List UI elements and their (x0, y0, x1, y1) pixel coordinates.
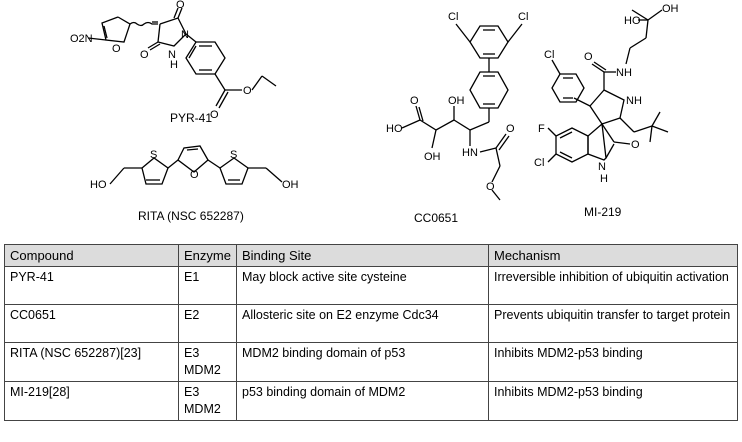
cc0651-structure (401, 23, 523, 201)
atom-label: O (176, 0, 185, 11)
cell-enzyme: E3 MDM2 (178, 342, 237, 382)
atom-label: OH (282, 179, 299, 191)
cell-binding-site: MDM2 binding domain of p53 (236, 342, 489, 382)
atom-label: O (243, 85, 252, 97)
column-header-binding-site: Binding Site (236, 244, 489, 267)
atom-label: Cl (544, 49, 554, 61)
cell-mechanism: Prevents ubiquitin transfer to target pr… (488, 304, 738, 343)
atom-label: F (538, 123, 545, 135)
column-header-compound: Compound (4, 244, 179, 267)
pyr41-structure (87, 7, 277, 109)
atom-label: H (600, 173, 608, 185)
cell-enzyme: E1 (178, 266, 237, 305)
table-row: PYR-41 E1 May block active site cysteine… (4, 266, 738, 305)
atom-label: O (486, 181, 495, 193)
atom-label: H (170, 59, 178, 71)
atom-label: HO (624, 15, 641, 27)
atom-label: O (410, 95, 419, 107)
cell-mechanism: Inhibits MDM2-p53 binding (488, 381, 738, 421)
atom-label: HO (386, 123, 403, 135)
atom-label: Cl (534, 157, 544, 169)
table-header-row: Compound Enzyme Binding Site Mechanism (4, 244, 738, 267)
atom-label: O (140, 49, 149, 61)
atom-label: HN (462, 147, 478, 159)
table-row: MI-219[28] E3 MDM2 p53 binding domain of… (4, 381, 738, 421)
atom-label: O2N (70, 33, 93, 45)
column-header-mechanism: Mechanism (488, 244, 738, 267)
atom-label: NH (616, 67, 632, 79)
caption-mi219: MI-219 (584, 205, 622, 219)
atom-label: N (598, 161, 606, 173)
atom-label: Cl (448, 11, 458, 23)
atom-label: O (584, 51, 593, 63)
caption-cc0651: CC0651 (414, 211, 458, 225)
atom-label: O (631, 139, 640, 151)
table-row: RITA (NSC 652287)[23] E3 MDM2 MDM2 bindi… (4, 342, 738, 382)
cell-compound: PYR-41 (4, 266, 179, 305)
atom-label: O (506, 123, 515, 135)
inhibitor-table: Compound Enzyme Binding Site Mechanism P… (4, 244, 738, 421)
atom-label: NH (626, 95, 642, 107)
rita-structure (109, 145, 283, 185)
atom-label: O (210, 109, 219, 121)
cell-enzyme: E2 (178, 304, 237, 343)
atom-label: OH (662, 3, 679, 15)
atom-label: N (168, 49, 176, 61)
column-header-enzyme: Enzyme (178, 244, 237, 267)
cell-mechanism: Inhibits MDM2-p53 binding (488, 342, 738, 382)
mi219-structure (547, 9, 669, 163)
cell-binding-site: May block active site cysteine (236, 266, 489, 305)
atom-label: O (112, 43, 121, 55)
cell-compound: MI-219[28] (4, 381, 179, 421)
cell-binding-site: Allosteric site on E2 enzyme Cdc34 (236, 304, 489, 343)
atom-label: S (150, 149, 157, 161)
cell-enzyme: E3 MDM2 (178, 381, 237, 421)
atom-label: OH (424, 151, 441, 163)
table-row: CC0651 E2 Allosteric site on E2 enzyme C… (4, 304, 738, 343)
atom-label: HO (90, 179, 107, 191)
atom-label: S (230, 149, 237, 161)
atom-label: OH (448, 95, 465, 107)
atom-label: N (181, 29, 189, 41)
chemical-structures-figure: O2N O O N N H O O O HO S O S OH Cl Cl OH… (70, 0, 679, 225)
caption-pyr41: PYR-41 (170, 111, 212, 125)
atom-label: O (190, 169, 199, 181)
cell-compound: RITA (NSC 652287)[23] (4, 342, 179, 382)
cell-mechanism: Irreversible inhibition of ubiquitin act… (488, 266, 738, 305)
cell-binding-site: p53 binding domain of MDM2 (236, 381, 489, 421)
atom-label: Cl (518, 11, 528, 23)
cell-compound: CC0651 (4, 304, 179, 343)
caption-rita: RITA (NSC 652287) (138, 209, 244, 223)
